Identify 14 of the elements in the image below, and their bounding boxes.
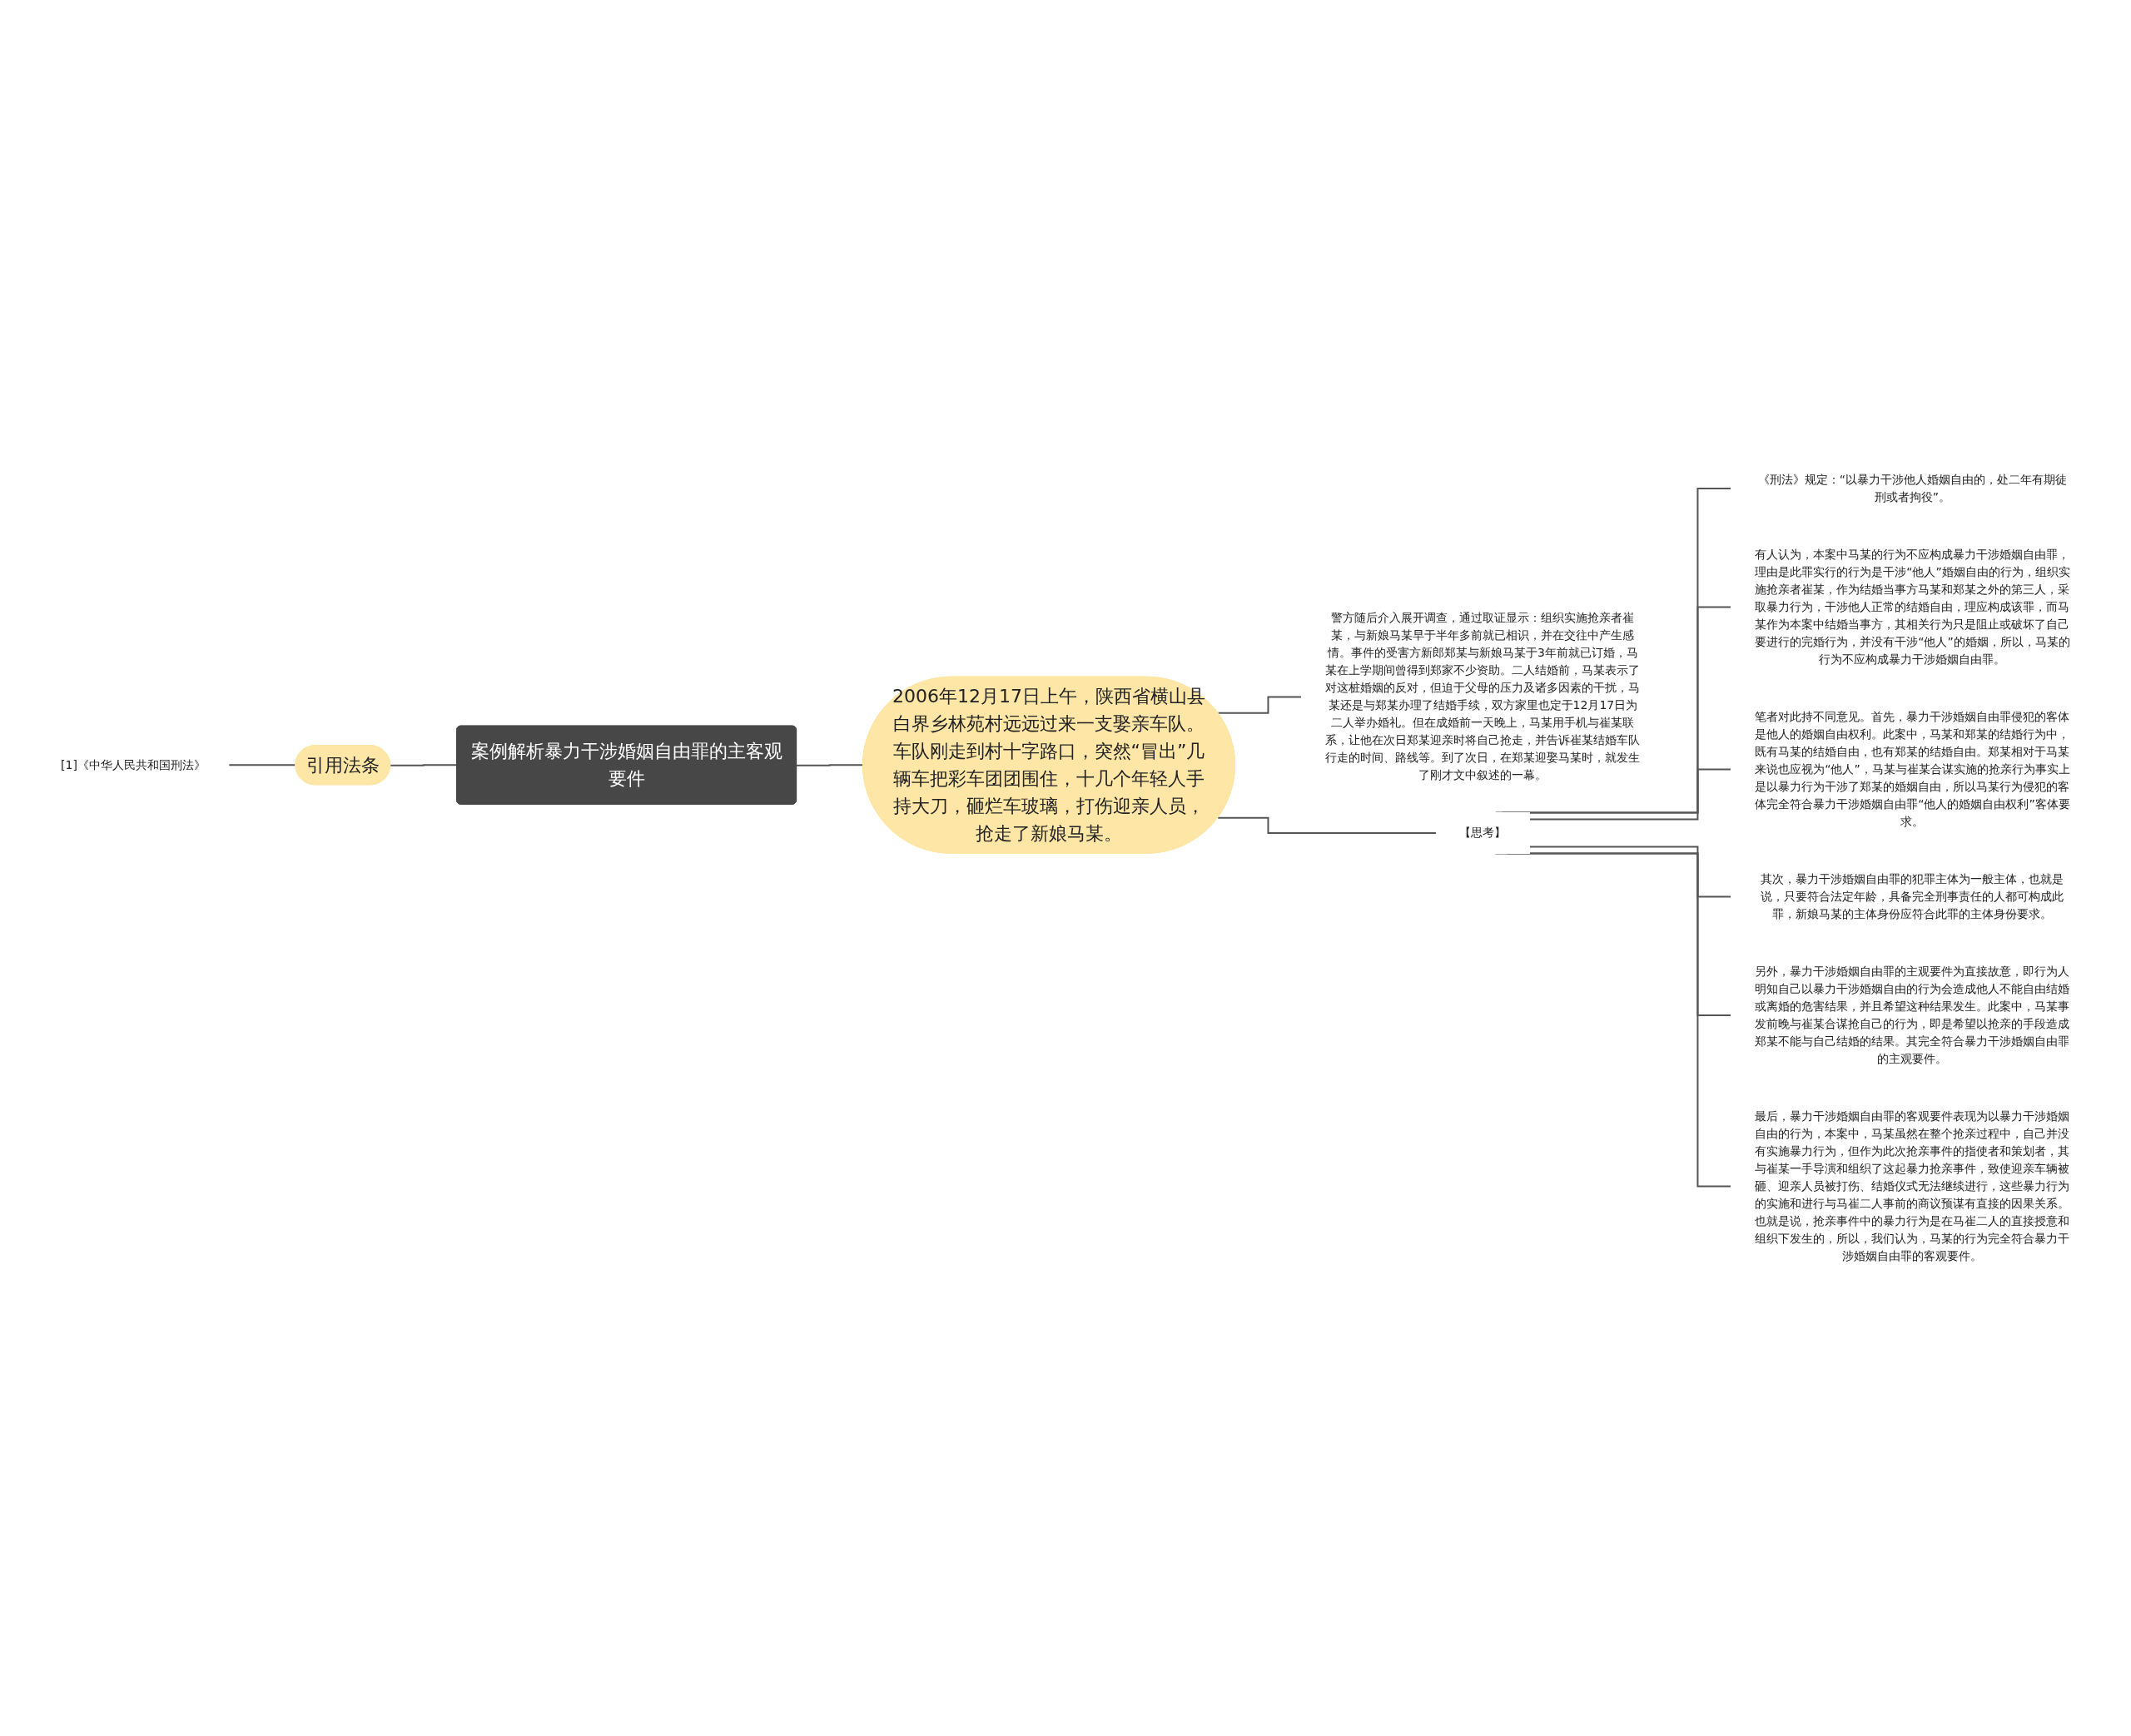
connector xyxy=(1217,816,1438,834)
node-text: 警方随后介入展开调查，通过取证显示：组织实施抢亲者崔某，与新娘马某早于半年多前就已相识，并在交往中产生感情。事件的受害方新郎郑某与新娘马某于3年前就已订婚，马某在上学期间曾得到郑家不少资助。二人结婚前，马某表示了对这桩婚姻的反对，但迫于父母的压力及诸多因素的干扰，马某还是与郑某办理了结婚手续，双方家里也定于12月17日为二人举办婚礼。但在成婚前一天晚上，马某用手机与崔某联系，让他在次日郑某迎亲时将自己抢走，并告诉崔某结婚车队行走的时间、路线等。到了次日，在郑某迎娶马某时，就发生了刚才文中叙述的一幕。 xyxy=(1325,611,1641,782)
node-text: 笔者对此持不同意见。首先，暴力干涉婚姻自由罪侵犯的客体是他人的婚姻自由权利。此案中，马某和郑某的结婚行为中，既有马某的结婚自由，也有郑某的结婚自由。郑某相对于马某来说也应视为“他人”，马某与崔某合谋实施的抢亲行为事实上是以暴力行为干涉了郑某的婚姻自由，所以马某行为侵犯的客体完全符合暴力干涉婚姻自由罪“他人的婚姻自由权利”客体要求。 xyxy=(1754,710,2070,828)
node-text: 有人认为，本案中马某的行为不应构成暴力干涉婚姻自由罪，理由是此罪实行的行为是干涉“他人”婚姻自由的行为，组织实施抢亲者崔某，作为结婚当事方马某和郑某之外的第三人，采取暴力行为，干涉他人正常的结婚自由，理应构成该罪，而马某作为本案中结婚当事方，其相关行为只是阻止或破坏了自己要进行的完婚行为，并没有干涉“他人”的婚姻，所以，马某的行为不应构成暴力干涉婚姻自由罪。 xyxy=(1754,548,2070,666)
node-text: 另外，暴力干涉婚姻自由罪的主观要件为直接故意，即行为人明知自己以暴力干涉婚姻自由的行为会造成他人不能自由结婚或离婚的危害结果，并且希望这种结果发生。此案中，马某事发前晚与崔某合谋抢自己的行为，即是希望以抢亲的手段造成郑某不能与自己结婚的结果。其完全符合暴力干涉婚姻自由罪的主观要件。 xyxy=(1755,964,2070,1065)
connector xyxy=(1217,696,1303,714)
connector xyxy=(389,764,458,766)
node-text: 其次，暴力干涉婚姻自由罪的犯罪主体为一般主体，也就是说，只要符合法定年龄，具备完全刑事责任的人都可构成此罪，新娘马某的主体身份应符合此罪的主体身份要求。 xyxy=(1761,871,2064,920)
node-text: [1]《中华人民共和国刑法》 xyxy=(60,757,206,771)
connector xyxy=(1528,768,1732,821)
connector xyxy=(795,764,864,766)
node-text: 最后，暴力干涉婚姻自由罪的客观要件表现为以暴力干涉婚姻自由的行为，本案中，马某虽然在整个抢亲过程中，自己并没有实施暴力行为，但作为此次抢亲事件的指使者和策划者，其与崔某一手导演和组织了这起暴力抢亲事件，致使迎亲车辆被砸、迎亲人员被打伤、结婚仪式无法继续进行，这些暴力行为的实施和进行与马崔二人事前的商议预谋有直接的因果关系。也就是说，抢亲事件中的暴力行为是在马崔二人的直接授意和组织下发生的，所以，我们认为，马某的行为完全符合暴力干涉婚姻自由罪的客观要件。 xyxy=(1755,1109,2070,1262)
connector xyxy=(1528,846,1732,898)
node-text: 《刑法》规定：“以暴力干涉他人婚姻自由的，处二年有期徒刑或者拘役”。 xyxy=(1757,473,2067,503)
